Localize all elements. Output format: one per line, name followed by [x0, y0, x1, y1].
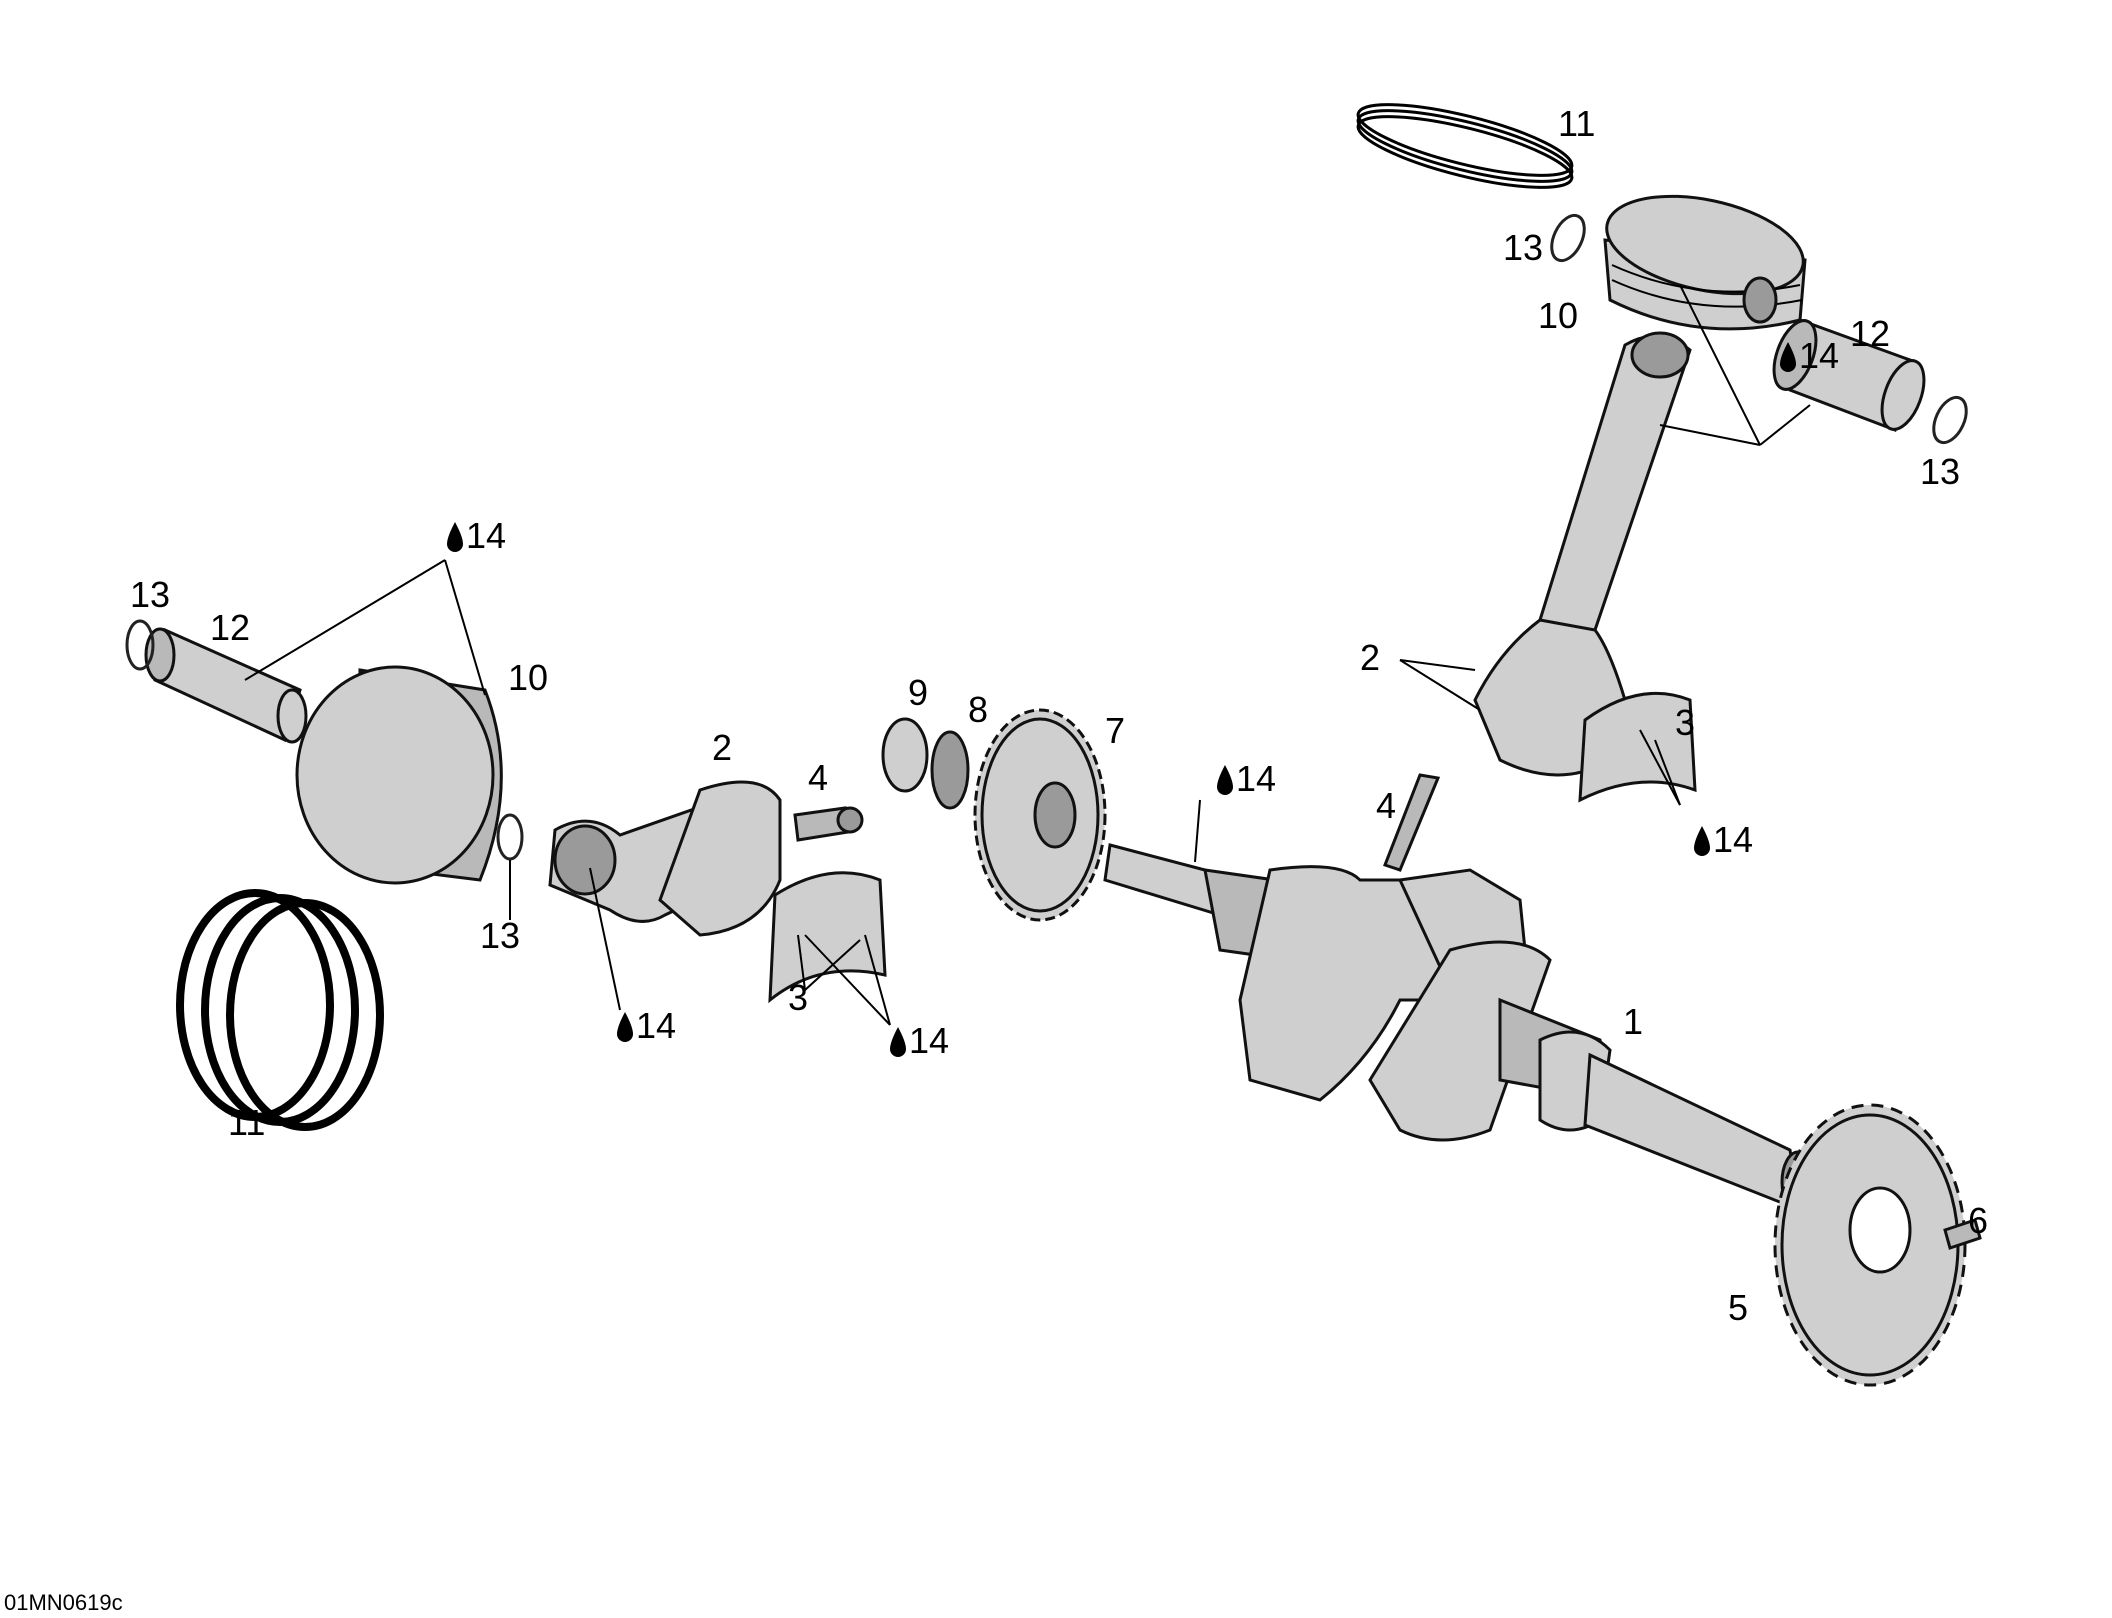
screw-6 — [1943, 1218, 1982, 1250]
rod-bolt-left — [793, 806, 864, 842]
callout-10: 10 — [1538, 295, 1578, 336]
piston-left — [295, 665, 503, 885]
callout-11: 11 — [228, 1102, 265, 1143]
callout-13: 13 — [130, 574, 170, 615]
callout-1: 1 — [1623, 1001, 1643, 1042]
trigger-wheel — [1773, 1103, 1967, 1387]
oil-drop-icon — [1780, 342, 1796, 372]
clip-top-left — [1550, 213, 1586, 263]
svg-text:14: 14 — [1236, 758, 1276, 799]
oil-callout-left-rod: 14 — [617, 1005, 676, 1046]
callout-2: 2 — [712, 727, 732, 768]
oil-drop-icon — [617, 1012, 633, 1042]
bearing-shell-left — [768, 871, 887, 1004]
callout-13: 13 — [1920, 451, 1960, 492]
oil-callouts: 14 14 14 14 14 14 14 — [447, 335, 1839, 1061]
washer-8 — [930, 730, 970, 810]
oil-drop-icon — [1694, 826, 1710, 856]
oil-callout-top-piston: 14 — [1780, 335, 1839, 376]
svg-text:14: 14 — [1713, 819, 1753, 860]
bearing-shell-top — [1578, 691, 1697, 803]
leader-lines — [244, 284, 1811, 1026]
crankshaft — [1103, 843, 1816, 1214]
callout-6: 6 — [1968, 1200, 1988, 1241]
callout-2: 2 — [1360, 637, 1380, 678]
callout-3: 3 — [788, 977, 808, 1018]
wrist-pin-top — [1772, 317, 1926, 433]
figure-code: 01MN0619c — [4, 1590, 123, 1615]
rod-bolt-top — [1383, 773, 1441, 872]
callout-13: 13 — [1503, 227, 1543, 268]
callout-11: 11 — [1558, 103, 1595, 144]
oil-callout-crankshaft: 14 — [1217, 758, 1276, 799]
callout-labels: 1 2 2 3 3 4 4 5 6 7 8 9 10 10 11 11 12 1… — [130, 103, 1988, 1328]
oil-callout-left-piston: 14 — [447, 515, 506, 556]
piston-top — [1603, 194, 1807, 331]
oil-drop-icon — [447, 522, 463, 552]
oil-callout-left-bearing: 14 — [890, 1020, 949, 1061]
oil-callout-top-bearing: 14 — [1694, 819, 1753, 860]
svg-text:14: 14 — [636, 1005, 676, 1046]
callout-3: 3 — [1675, 702, 1695, 743]
connecting-rod-left — [548, 780, 782, 937]
svg-text:14: 14 — [909, 1020, 949, 1061]
piston-rings-top — [1356, 103, 1574, 189]
callout-12: 12 — [1850, 313, 1890, 354]
spacer-9 — [881, 717, 929, 793]
callout-10: 10 — [508, 657, 548, 698]
svg-text:14: 14 — [466, 515, 506, 556]
callout-4: 4 — [808, 757, 828, 798]
clip-left-lower — [496, 813, 524, 861]
svg-text:14: 14 — [1799, 335, 1839, 376]
callout-4: 4 — [1376, 785, 1396, 826]
oil-drop-icon — [890, 1027, 906, 1057]
clip-top-right — [1932, 395, 1968, 445]
gear-7 — [973, 708, 1107, 922]
wrist-pin-left — [144, 627, 308, 744]
callout-12: 12 — [210, 607, 250, 648]
callout-9: 9 — [908, 672, 928, 713]
callout-13: 13 — [480, 915, 520, 956]
callout-5: 5 — [1728, 1287, 1748, 1328]
oil-drop-icon — [1217, 765, 1233, 795]
clip-left-upper — [125, 619, 155, 671]
callout-7: 7 — [1105, 710, 1125, 751]
piston-rings-left — [176, 889, 384, 1131]
callout-8: 8 — [968, 689, 988, 730]
